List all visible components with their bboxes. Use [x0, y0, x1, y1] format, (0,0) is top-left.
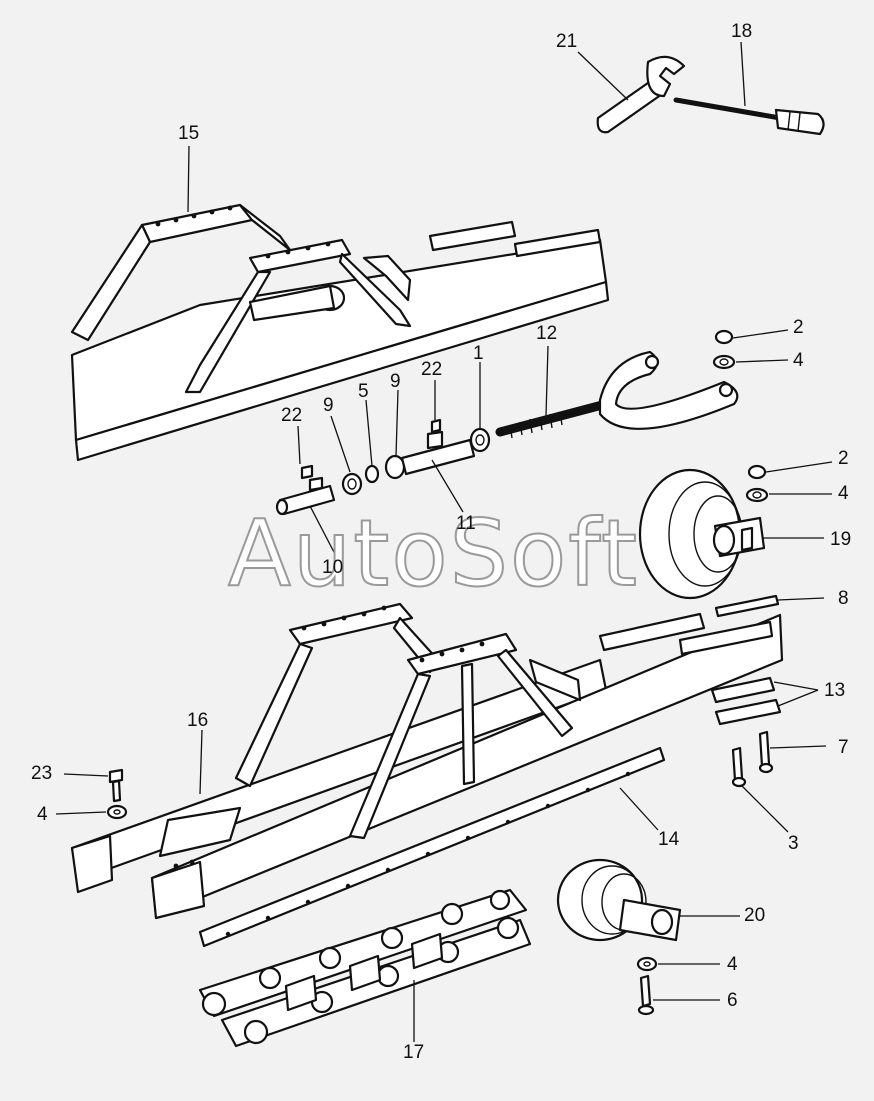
tension-fork-part-12 — [495, 350, 739, 439]
callout-5: 5 — [358, 381, 369, 402]
callout-4: 4 — [838, 483, 849, 504]
rod-part-18 — [673, 97, 825, 136]
callout-4: 4 — [727, 954, 738, 975]
plate-part-8 — [714, 594, 780, 618]
callout-7: 7 — [838, 737, 849, 758]
callout-4: 4 — [37, 804, 48, 825]
callout-9: 9 — [323, 395, 334, 416]
callout-16: 16 — [187, 710, 209, 731]
callout-17: 17 — [403, 1042, 425, 1063]
callout-19: 19 — [830, 529, 852, 550]
callout-21: 21 — [556, 31, 578, 52]
clamp-plates-part-13 — [710, 676, 782, 726]
callout-23: 23 — [31, 763, 53, 784]
callout-8: 8 — [838, 588, 849, 609]
upper-frame-part-15 — [70, 203, 610, 462]
callout-22: 22 — [421, 359, 443, 380]
callout-20: 20 — [744, 905, 766, 926]
callout-12: 12 — [536, 323, 558, 344]
strip-part-14 — [198, 746, 666, 948]
callout-15: 15 — [178, 123, 200, 144]
callout-2: 2 — [838, 448, 849, 469]
bolts-parts-3-7 — [731, 730, 774, 788]
callout-9: 9 — [390, 371, 401, 392]
callout-10: 10 — [322, 557, 344, 578]
watermark-text: AutoSoft — [227, 499, 640, 608]
callout-1: 1 — [473, 343, 484, 364]
track-chain-part-17 — [198, 888, 532, 1048]
callout-11: 11 — [456, 513, 476, 534]
callout-6: 6 — [727, 990, 738, 1011]
callout-18: 18 — [731, 21, 753, 42]
callout-3: 3 — [788, 833, 799, 854]
washer-bolt-lower — [636, 956, 658, 1016]
callout-22: 22 — [281, 405, 303, 426]
axle-assembly — [275, 418, 491, 516]
callout-2: 2 — [793, 317, 804, 338]
wrench-part-21 — [596, 55, 686, 134]
callout-14: 14 — [658, 829, 680, 850]
roller-part-20 — [556, 858, 682, 942]
leader-lines — [55, 41, 833, 1042]
idler-wheel-part-19 — [638, 468, 766, 600]
nut-washer-upper — [712, 329, 769, 503]
bolt-washer-left — [106, 768, 128, 820]
lower-frame-part-16 — [70, 602, 784, 920]
callout-4: 4 — [793, 350, 804, 371]
callout-13: 13 — [824, 680, 846, 701]
